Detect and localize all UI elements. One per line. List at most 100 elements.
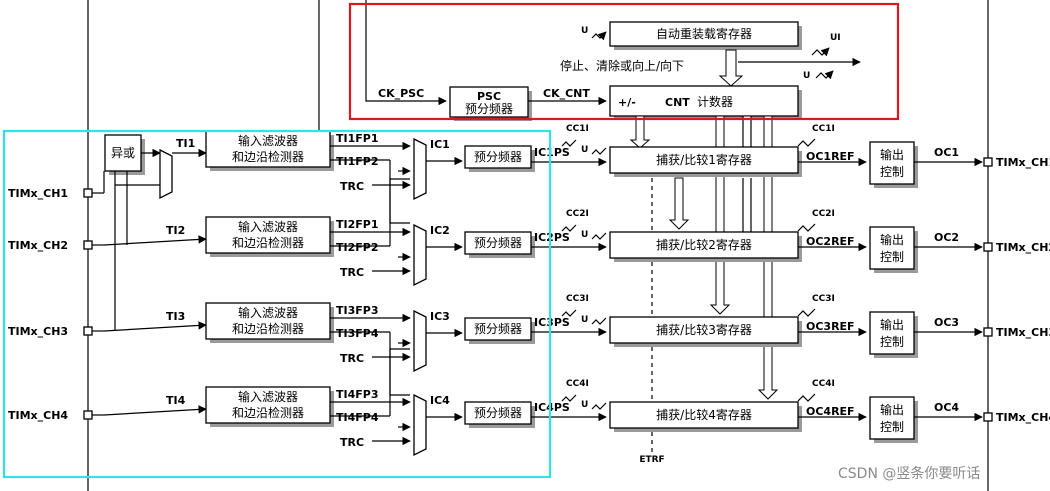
ic-prescaler-label-ch4: 预分频器 — [474, 406, 522, 420]
cnt-title: CNT — [665, 96, 690, 109]
ocref-label-ch1: OC1REF — [806, 150, 855, 163]
trc-label-ch3: TRC — [340, 352, 364, 365]
input-filter-ch4 — [205, 386, 331, 424]
ccr-update-label-ch2: U — [581, 230, 588, 240]
output-control-line1-ch4: 输出 — [880, 402, 904, 417]
input-filter-ch2 — [205, 216, 331, 254]
ccr-update-label-ch3: U — [581, 315, 588, 325]
input-filter-ch3 — [205, 302, 331, 340]
output-pin-ch3 — [983, 327, 993, 337]
xor-block: 异或 — [104, 134, 161, 175]
output-pin-label-ch1: TIMx_CH1 — [996, 156, 1050, 169]
cnt-plus-minus: +/- — [618, 96, 636, 109]
oc-label-ch4: OC4 — [934, 401, 959, 414]
timebase-unit: 自动重装载寄存器 U UI U 停止、清除或向上/向下 CK_PSC PSC 预… — [365, 0, 861, 121]
output-pin-label-ch4: TIMx_CH4 — [996, 411, 1050, 424]
capture-compare-register-ch1 — [609, 146, 799, 174]
auto-reload-register-label: 自动重装载寄存器 — [656, 26, 752, 41]
output-control-line1-ch2: 输出 — [880, 232, 904, 247]
output-control-ch3 — [869, 311, 915, 355]
auto-reload-register — [609, 21, 799, 47]
input-pin-label-ch4: TIMx_CH4 — [8, 409, 68, 422]
ti-label-ch3: TI3 — [166, 310, 185, 323]
input-filter-line2-ch2: 和边沿检测器 — [232, 235, 304, 250]
output-pin-label-ch3: TIMx_CH3 — [996, 326, 1050, 339]
capture-compare-label-ch4: 捕获/比较4寄存器 — [656, 407, 752, 422]
update-out-label: U — [803, 71, 810, 81]
icps-label-ch4: IC4PS — [534, 401, 570, 414]
ic-prescaler-ch2 — [464, 231, 532, 255]
capture-compare-label-ch3: 捕获/比较3寄存器 — [656, 322, 752, 337]
oc-label-ch2: OC2 — [934, 231, 959, 244]
ic-prescaler-ch3 — [464, 317, 532, 341]
xor-label: 异或 — [111, 146, 135, 160]
input-filter-line1-ch1: 输入滤波器 — [238, 133, 298, 148]
oc-label-ch1: OC1 — [934, 146, 959, 159]
icps-label-ch1: IC1PS — [534, 146, 570, 159]
output-control-ch1 — [869, 141, 915, 185]
input-pin-label-ch3: TIMx_CH3 — [8, 325, 68, 338]
input-filter-line1-ch2: 输入滤波器 — [238, 219, 298, 234]
capture-compare-label-ch2: 捕获/比较2寄存器 — [656, 237, 752, 252]
ic-prescaler-ch4 — [464, 401, 532, 425]
timebase-highlight — [348, 2, 900, 121]
ti1-mux — [159, 148, 173, 200]
ccr-update-label-ch1: U — [581, 145, 588, 155]
output-pin-ch1 — [983, 157, 993, 167]
trc-label-ch2: TRC — [340, 266, 364, 279]
capture-compare-label-ch1: 捕获/比较1寄存器 — [656, 152, 752, 167]
ic-label-ch3: IC3 — [430, 310, 450, 323]
ic-label-ch2: IC2 — [430, 224, 450, 237]
cc-interrupt-label-ch1: CC1I — [566, 124, 589, 134]
oc-interrupt-label-ch1: CC1I — [812, 124, 835, 134]
output-control-line1-ch3: 输出 — [880, 317, 904, 332]
oc-interrupt-label-ch3: CC3I — [812, 294, 835, 304]
output-pin-ch2 — [983, 242, 993, 252]
input-filter-line1-ch4: 输入滤波器 — [238, 389, 298, 404]
ck-psc-label: CK_PSC — [378, 87, 424, 100]
fp-b-label-ch4: TI4FP4 — [336, 411, 379, 424]
ocref-label-ch4: OC4REF — [806, 405, 855, 418]
watermark: CSDN @竖条你要听话 — [838, 465, 980, 482]
cc-interrupt-label-ch4: CC4I — [566, 379, 589, 389]
ic-prescaler-label-ch2: 预分频器 — [474, 236, 522, 250]
fp-b-label-ch2: TI2FP2 — [336, 241, 378, 254]
trc-label-ch4: TRC — [340, 436, 364, 449]
cc-interrupt-label-ch3: CC3I — [566, 294, 589, 304]
psc-subtitle: 预分频器 — [465, 102, 513, 116]
ic-prescaler-label-ch1: 预分频器 — [474, 150, 522, 164]
arr-update-label: U — [581, 26, 588, 36]
ti-label-ch2: TI2 — [166, 224, 185, 237]
ic-mux-ch4 — [413, 393, 427, 457]
xor-gate — [104, 134, 142, 172]
input-capture-highlight — [2, 129, 552, 479]
output-pin-label-ch2: TIMx_CH2 — [996, 241, 1050, 254]
input-pin-label-ch2: TIMx_CH2 — [8, 239, 68, 252]
icps-label-ch2: IC2PS — [534, 231, 570, 244]
cnt-subtitle: 计数器 — [697, 94, 733, 109]
oc-interrupt-label-ch2: CC2I — [812, 209, 835, 219]
capture-compare-register-ch3 — [609, 316, 799, 344]
ic-prescaler-ch1 — [464, 145, 532, 169]
psc-prescaler-box — [449, 86, 529, 118]
oc-interrupt-label-ch4: CC4I — [812, 379, 835, 389]
fp-b-label-ch1: TI1FP2 — [336, 155, 378, 168]
cc-interrupt-label-ch2: CC2I — [566, 209, 589, 219]
trc-label-ch1: TRC — [340, 180, 364, 193]
ic-label-ch4: IC4 — [430, 394, 450, 407]
fp-a-label-ch4: TI4FP3 — [336, 388, 378, 401]
capture-compare-register-ch2 — [609, 231, 799, 259]
ccr-update-label-ch4: U — [581, 400, 588, 410]
input-pin-ch3 — [83, 326, 93, 336]
input-filter-line2-ch1: 和边沿检测器 — [232, 149, 304, 164]
ck-cnt-label: CK_CNT — [543, 87, 590, 100]
input-pin-label-ch1: TIMx_CH1 — [8, 187, 68, 200]
output-control-line2-ch4: 控制 — [880, 420, 904, 434]
input-filter-line1-ch3: 输入滤波器 — [238, 305, 298, 320]
ic-label-ch1: IC1 — [430, 138, 450, 151]
output-pin-ch4 — [983, 412, 993, 422]
ic-mux-ch1 — [413, 137, 427, 201]
input-pin-ch2 — [83, 240, 93, 250]
